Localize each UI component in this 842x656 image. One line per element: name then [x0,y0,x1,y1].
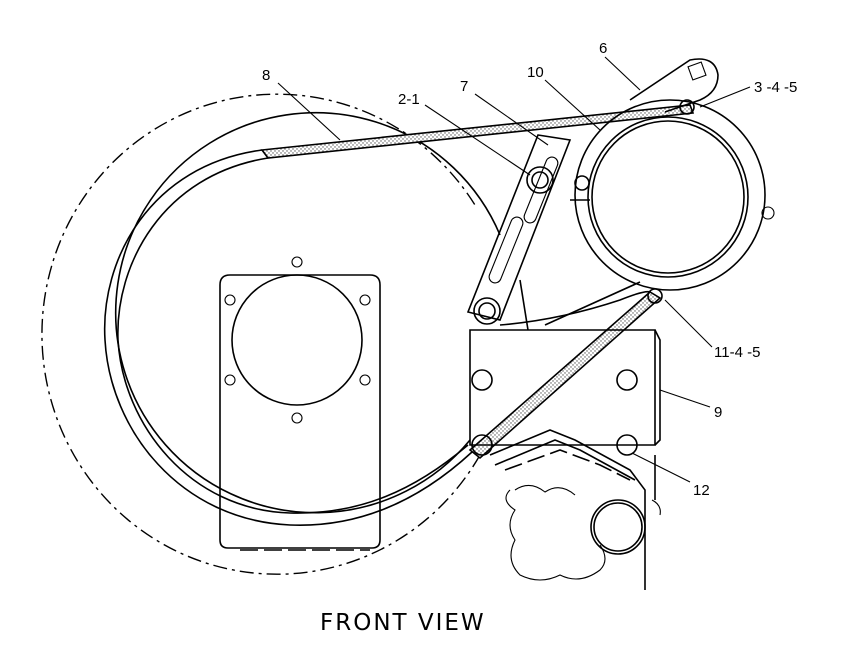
callout-8: 8 [262,67,270,84]
alternator [544,58,775,326]
mounting-plate [219,256,381,551]
callout-11-4-5: 11-4 -5 [714,344,760,361]
leader-lines [277,56,751,483]
callouts: 8 2-1 7 10 6 3 -4 -5 11-4 -5 9 12 [262,40,797,499]
callout-2-1: 2-1 [398,91,420,108]
crank-pulley [41,93,501,575]
lower-pump [489,429,661,590]
callout-6: 6 [599,40,607,57]
callout-12: 12 [693,482,710,499]
callout-10: 10 [527,64,544,81]
drive-belt [103,104,695,526]
callout-3-4-5: 3 -4 -5 [754,79,797,96]
callout-7: 7 [460,78,468,95]
caption-front-view: FRONT VIEW [320,610,486,636]
adjusting-arm [466,134,572,331]
callout-9: 9 [714,404,722,421]
